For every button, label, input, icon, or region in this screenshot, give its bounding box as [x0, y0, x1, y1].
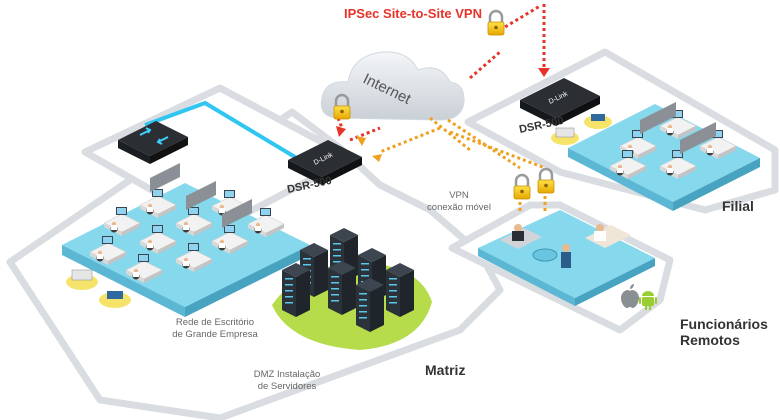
- site-label-hq: Matriz: [425, 362, 466, 378]
- office-label-line1: Rede de Escritório: [175, 317, 255, 328]
- lan-cable: [144, 100, 302, 162]
- printer-icon: [66, 269, 98, 290]
- vpn-arrow-hq2: [356, 136, 366, 146]
- android-icon: [639, 291, 657, 310]
- apple-icon: [621, 284, 639, 308]
- vpn-title: IPSec Site-to-Site VPN: [344, 6, 482, 21]
- site-label-remote-line1: Funcionários: [680, 316, 768, 332]
- phone-icon-branch: [584, 114, 612, 129]
- dmz-label-line2: de Servidores: [257, 381, 317, 392]
- padlock-icon-remote-2: [536, 167, 556, 195]
- router-icon-branch: D-Link: [520, 78, 600, 126]
- mobile-vpn-tunnel: [379, 116, 547, 212]
- remote-lounge: [500, 224, 631, 268]
- site-label-remote-line2: Remotos: [680, 332, 740, 348]
- cloud-icon: [320, 51, 465, 121]
- vpn-arrow-branch: [538, 68, 550, 77]
- site-label-branch: Filial: [722, 198, 754, 214]
- dmz-label-line1: DMZ Instalação: [253, 369, 321, 380]
- site-to-site-vpn-tunnel: [336, 4, 546, 142]
- padlock-icon-top: [486, 9, 506, 37]
- site-label-remote: Funcionários Remotos: [680, 316, 768, 348]
- switch-icon: [118, 121, 188, 164]
- office-network-label: Rede de Escritório de Grande Empresa: [160, 317, 270, 341]
- dmz-label: DMZ Instalação de Servidores: [244, 369, 330, 393]
- vpn-arrow-hq: [336, 126, 346, 137]
- vpn-arrow-hq3: [372, 154, 382, 162]
- branch-floor: [568, 104, 760, 202]
- router-icon-hq: D-Link: [288, 140, 362, 185]
- printer-icon-branch: [551, 127, 579, 145]
- padlock-icon-remote-1: [512, 173, 532, 201]
- vpn-mobile-line1: VPN: [449, 190, 469, 201]
- office-label-line2: de Grande Empresa: [172, 329, 258, 340]
- phone-icon: [99, 291, 131, 308]
- vpn-mobile-label: VPN conexão móvel: [418, 190, 500, 214]
- vpn-mobile-line2: conexão móvel: [427, 202, 491, 213]
